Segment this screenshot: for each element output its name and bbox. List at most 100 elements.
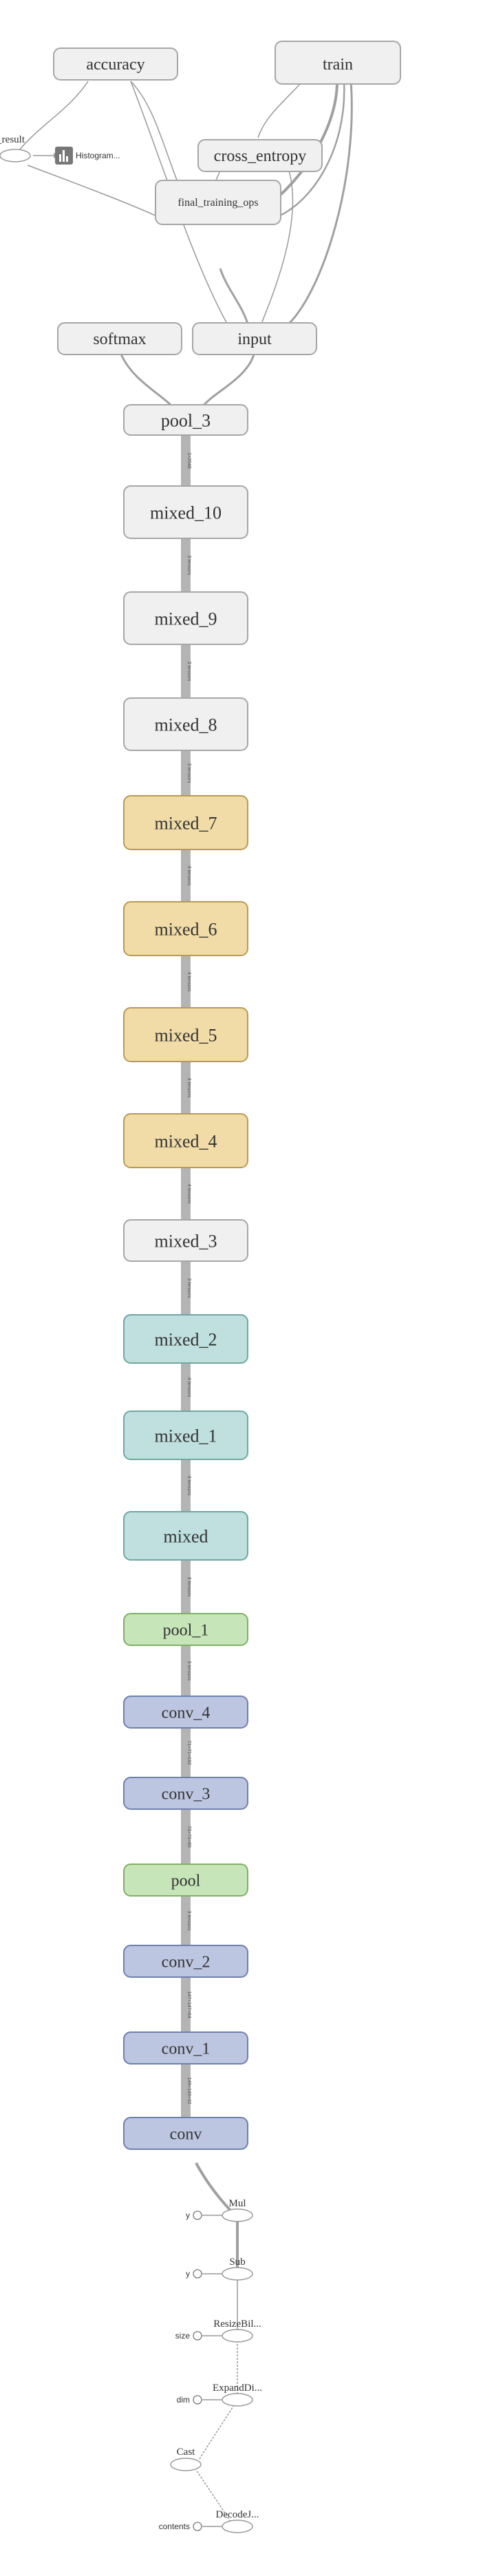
svg-text:cross_entropy: cross_entropy bbox=[214, 147, 307, 165]
node-mixed-1[interactable]: mixed_1 bbox=[123, 1411, 248, 1460]
chain-edge bbox=[181, 1728, 191, 1777]
node-label: pool_3 bbox=[161, 410, 211, 430]
svg-text:accuracy: accuracy bbox=[86, 56, 144, 74]
chain-edge bbox=[181, 538, 191, 592]
chain-nodes: pool_3 mixed_10 mixed_9 mixed_8 mixed_7mixed… bbox=[123, 404, 248, 2150]
node-pool[interactable]: pool bbox=[123, 1864, 248, 1897]
chain-edge-label: 149×149×32 bbox=[186, 2077, 191, 2104]
chain-edge-label: 147×147×64 bbox=[186, 1991, 191, 2018]
op-sub[interactable]: Sub bbox=[222, 2257, 253, 2281]
svg-text:Histogram...: Histogram... bbox=[76, 151, 120, 160]
svg-text:Sub: Sub bbox=[229, 2257, 245, 2268]
chain-edge-label: 3 tensors bbox=[186, 1577, 191, 1597]
node-label: pool bbox=[171, 1872, 201, 1890]
chain-edge bbox=[181, 1645, 191, 1696]
const-contents[interactable]: contents bbox=[159, 2522, 202, 2531]
chain-edge-label: 3 tensors bbox=[186, 1661, 191, 1681]
node-label: conv_1 bbox=[162, 2040, 211, 2058]
node-mixed[interactable]: mixed bbox=[123, 1511, 248, 1561]
node-conv[interactable]: conv bbox=[123, 2117, 248, 2150]
node-label: conv_4 bbox=[162, 1704, 211, 1722]
node-label: mixed_10 bbox=[150, 503, 222, 522]
chain-edge-label: 4 tensors bbox=[186, 1476, 191, 1496]
node-label: mixed_8 bbox=[155, 715, 217, 735]
const-y-2[interactable]: y bbox=[186, 2269, 202, 2279]
chain-edge bbox=[181, 1977, 191, 2032]
const-size[interactable]: size bbox=[175, 2331, 202, 2341]
svg-text:Mul: Mul bbox=[228, 2198, 246, 2209]
svg-text:y: y bbox=[186, 2210, 190, 2220]
chain-edge bbox=[181, 1459, 191, 1512]
chain-edge bbox=[181, 2064, 191, 2118]
node-mixed-8[interactable]: mixed_8 bbox=[123, 697, 248, 751]
node-label: mixed_1 bbox=[155, 1426, 217, 1446]
node-conv-3[interactable]: conv_3 bbox=[123, 1777, 248, 1810]
const-dim[interactable]: dim bbox=[177, 2395, 202, 2405]
histogram-summary-icon[interactable]: Histogram... bbox=[55, 147, 120, 165]
node-mixed-6[interactable]: mixed_6 bbox=[123, 901, 248, 956]
chain-edge bbox=[181, 849, 191, 902]
node-softmax[interactable]: softmax bbox=[57, 322, 182, 355]
node-pool-1[interactable]: pool_1 bbox=[123, 1613, 248, 1646]
op-mul[interactable]: Mul bbox=[222, 2198, 253, 2222]
node-label: mixed_3 bbox=[155, 1231, 217, 1251]
node-final-training-ops[interactable]: final_training_ops bbox=[155, 180, 281, 225]
node-final-result[interactable]: al_result bbox=[0, 134, 31, 162]
svg-text:DecodeJ...: DecodeJ... bbox=[216, 2509, 259, 2520]
node-label: mixed_7 bbox=[155, 813, 217, 833]
svg-text:train: train bbox=[323, 56, 353, 74]
svg-text:input: input bbox=[237, 330, 272, 348]
svg-text:size: size bbox=[175, 2331, 191, 2341]
op-cast[interactable]: Cast bbox=[170, 2447, 202, 2471]
node-mixed-2[interactable]: mixed_2 bbox=[123, 1314, 248, 1364]
node-cross-entropy[interactable]: cross_entropy bbox=[197, 139, 323, 172]
node-label: mixed_4 bbox=[155, 1131, 217, 1151]
op-expand-dims[interactable]: ExpandDi... bbox=[213, 2383, 262, 2407]
node-label: conv_2 bbox=[162, 1954, 211, 1972]
chain-edge bbox=[181, 1261, 191, 1315]
svg-text:ResizeBil...: ResizeBil... bbox=[213, 2319, 261, 2330]
chain-edge-label: 3 tensors bbox=[186, 1911, 191, 1931]
chain-edge bbox=[181, 1896, 191, 1945]
chain-edge-label: 73×73×80 bbox=[186, 1826, 191, 1848]
chain-edge bbox=[181, 1363, 191, 1411]
node-label: mixed_9 bbox=[155, 609, 217, 629]
node-conv-4[interactable]: conv_4 bbox=[123, 1696, 248, 1729]
chain-edge bbox=[181, 1168, 191, 1220]
node-label: conv_3 bbox=[162, 1786, 211, 1804]
chain-edge-label: 71×71×192 bbox=[186, 1740, 191, 1765]
svg-text:Cast: Cast bbox=[177, 2447, 196, 2458]
chain-edge-label: 4 tensors bbox=[186, 1377, 191, 1397]
op-decode-jpeg[interactable]: DecodeJ... bbox=[216, 2509, 259, 2533]
node-conv-2[interactable]: conv_2 bbox=[123, 1945, 248, 1978]
chain-edge-label: 4 tensors bbox=[186, 972, 191, 992]
node-label: mixed_5 bbox=[155, 1025, 217, 1045]
op-resize-bilinear[interactable]: ResizeBil... bbox=[213, 2319, 261, 2343]
node-conv-1[interactable]: conv_1 bbox=[123, 2031, 248, 2065]
chain-edge-label: 3 tensors bbox=[186, 1278, 191, 1298]
node-pool-3[interactable]: pool_3 bbox=[123, 404, 248, 436]
chain-edge-label: 1×2048 bbox=[186, 452, 191, 469]
chain-edge bbox=[181, 1809, 191, 1864]
svg-text:ExpandDi...: ExpandDi... bbox=[213, 2383, 262, 2394]
node-label: mixed bbox=[164, 1526, 208, 1546]
chain-edge bbox=[181, 1062, 191, 1114]
node-mixed-9[interactable]: mixed_9 bbox=[123, 591, 248, 645]
chain-edge-label: 3 tensors bbox=[186, 556, 191, 576]
node-input[interactable]: input bbox=[192, 322, 317, 355]
node-mixed-4[interactable]: mixed_4 bbox=[123, 1113, 248, 1168]
node-mixed-7[interactable]: mixed_7 bbox=[123, 795, 248, 850]
node-mixed-10[interactable]: mixed_10 bbox=[123, 485, 248, 539]
node-label: mixed_2 bbox=[155, 1329, 217, 1349]
node-mixed-5[interactable]: mixed_5 bbox=[123, 1007, 248, 1062]
const-y-1[interactable]: y bbox=[186, 2210, 202, 2220]
svg-text:contents: contents bbox=[159, 2522, 190, 2531]
node-train[interactable]: train bbox=[275, 41, 401, 85]
node-accuracy[interactable]: accuracy bbox=[53, 47, 178, 81]
svg-text:softmax: softmax bbox=[93, 330, 146, 348]
svg-text:al_result: al_result bbox=[0, 134, 25, 145]
chain-edges: 1×2048 3 tensors 3 tensors 3 tensors 4 tenso… bbox=[181, 435, 191, 2118]
node-mixed-3[interactable]: mixed_3 bbox=[123, 1219, 248, 1262]
chain-edge bbox=[181, 435, 191, 486]
